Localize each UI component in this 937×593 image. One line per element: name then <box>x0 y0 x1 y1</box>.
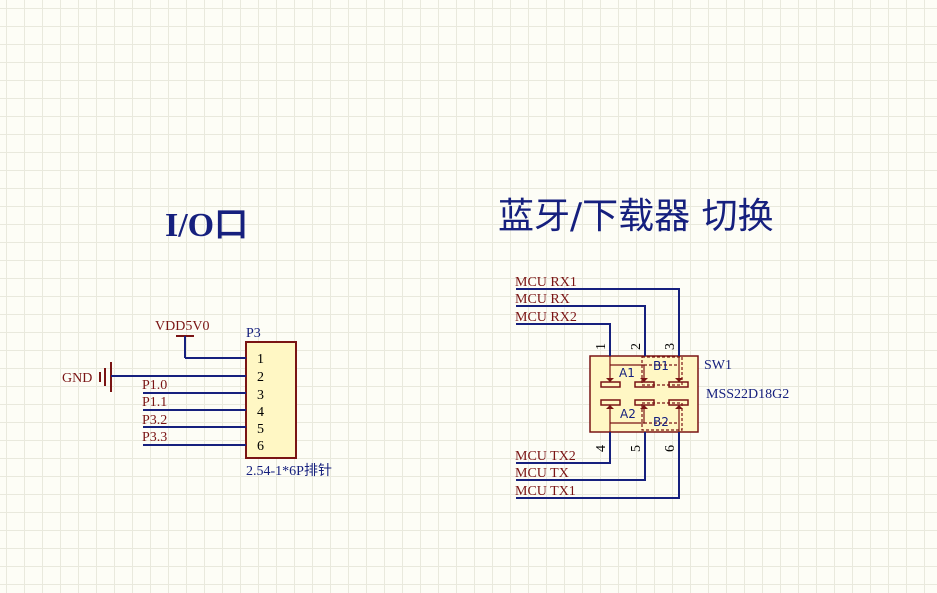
switch-part: MSS22D18G2 <box>706 387 789 402</box>
switch-pin-6: 6 <box>663 445 678 452</box>
switch-pin-3: 3 <box>663 343 678 350</box>
header-pin-3: 3 <box>257 388 264 403</box>
header-designator: P3 <box>246 326 261 341</box>
switch-bottom-wires <box>516 432 680 499</box>
net-mcu-rx1: MCU RX1 <box>515 275 577 290</box>
io-title: I/O口 <box>165 207 248 244</box>
switch-pin-4: 4 <box>594 445 609 452</box>
header-pin-6: 6 <box>257 439 264 454</box>
io-net-p33: P3.3 <box>142 430 167 445</box>
switch-designator: SW1 <box>704 358 732 373</box>
switch-label-a1: A1 <box>619 366 635 380</box>
io-wires <box>143 392 246 446</box>
net-mcu-rx2: MCU RX2 <box>515 310 577 325</box>
net-mcu-tx: MCU TX <box>515 466 569 481</box>
header-comment: 2.54-1*6P排针 <box>246 463 332 479</box>
switch-label-b2: B2 <box>653 415 669 429</box>
gnd-label: GND <box>62 371 92 386</box>
net-mcu-tx2: MCU TX2 <box>515 449 576 464</box>
net-mcu-tx1: MCU TX1 <box>515 484 576 499</box>
io-net-p11: P1.1 <box>142 395 167 410</box>
switch-pin-2: 2 <box>629 343 644 350</box>
switch-pin-5: 5 <box>629 445 644 452</box>
header-pin-2: 2 <box>257 370 264 385</box>
header-pin-1: 1 <box>257 352 264 367</box>
net-mcu-rx: MCU RX <box>515 292 570 307</box>
switch-internal-links <box>609 356 683 432</box>
header-pin-5: 5 <box>257 422 264 437</box>
vdd-label: VDD5V0 <box>155 319 209 334</box>
switch-title: 蓝牙/下载器 切换 <box>498 196 774 237</box>
switch-arrows <box>606 378 683 409</box>
switch-label-a2: A2 <box>620 407 636 421</box>
gnd-power-port[interactable] <box>99 362 246 392</box>
switch-pin-numbers: 1 2 3 4 5 6 <box>594 343 678 452</box>
switch-label-b1: B1 <box>653 359 669 373</box>
switch-top-wires <box>516 288 680 356</box>
header-pin-4: 4 <box>257 405 264 420</box>
vdd-power-port[interactable] <box>176 335 246 359</box>
header-body[interactable] <box>245 341 297 459</box>
switch-pin-1: 1 <box>594 343 609 350</box>
header-pin-numbers: 1 2 3 4 5 6 <box>257 352 264 454</box>
io-net-p32: P3.2 <box>142 413 167 428</box>
io-net-p10: P1.0 <box>142 378 167 393</box>
